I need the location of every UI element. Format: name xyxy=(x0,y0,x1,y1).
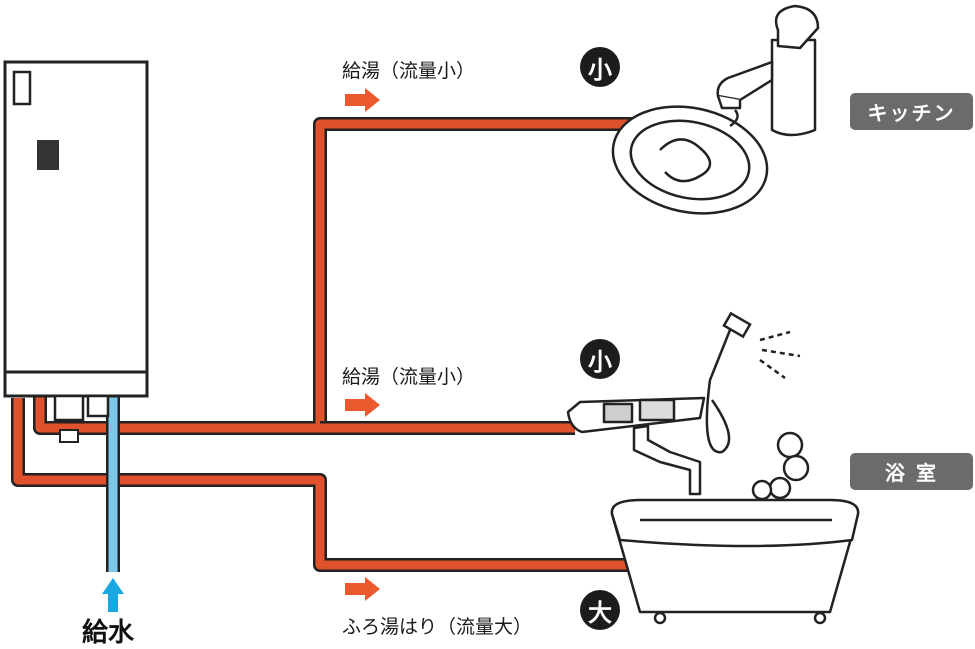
shower-head-icon xyxy=(705,311,801,454)
kitchen-location-tag: キッチン xyxy=(850,93,973,130)
kitchen-sink-icon xyxy=(611,105,769,215)
shower-flow-label: 給湯（流量小） xyxy=(342,366,476,388)
steam-icon xyxy=(751,431,810,501)
bathroom-location-tag: 浴 室 xyxy=(850,453,973,490)
shower-mixer-icon xyxy=(566,396,706,496)
shower-flow-badge: 小 xyxy=(580,339,620,379)
kitchen-faucet-icon xyxy=(716,4,820,137)
bathtub-icon xyxy=(610,498,860,625)
water-heater-unit xyxy=(3,60,149,443)
kitchen-flow-label: 給湯（流量小） xyxy=(342,60,476,82)
heater-display xyxy=(37,140,59,170)
water-inlet-arrow-icon xyxy=(102,578,124,612)
kitchen-flow-badge: 小 xyxy=(580,47,620,87)
hot-pipe-bath xyxy=(11,398,640,572)
bath-flow-badge: 大 xyxy=(580,590,620,630)
water-inlet-label: 給水 xyxy=(82,618,135,648)
heater-indicator xyxy=(12,70,32,106)
flow-arrow-icon xyxy=(345,577,380,601)
flow-arrow-icon xyxy=(345,393,380,417)
flow-arrow-icon xyxy=(345,88,380,112)
bath-flow-label: ふろ湯はり（流量大） xyxy=(342,616,533,638)
